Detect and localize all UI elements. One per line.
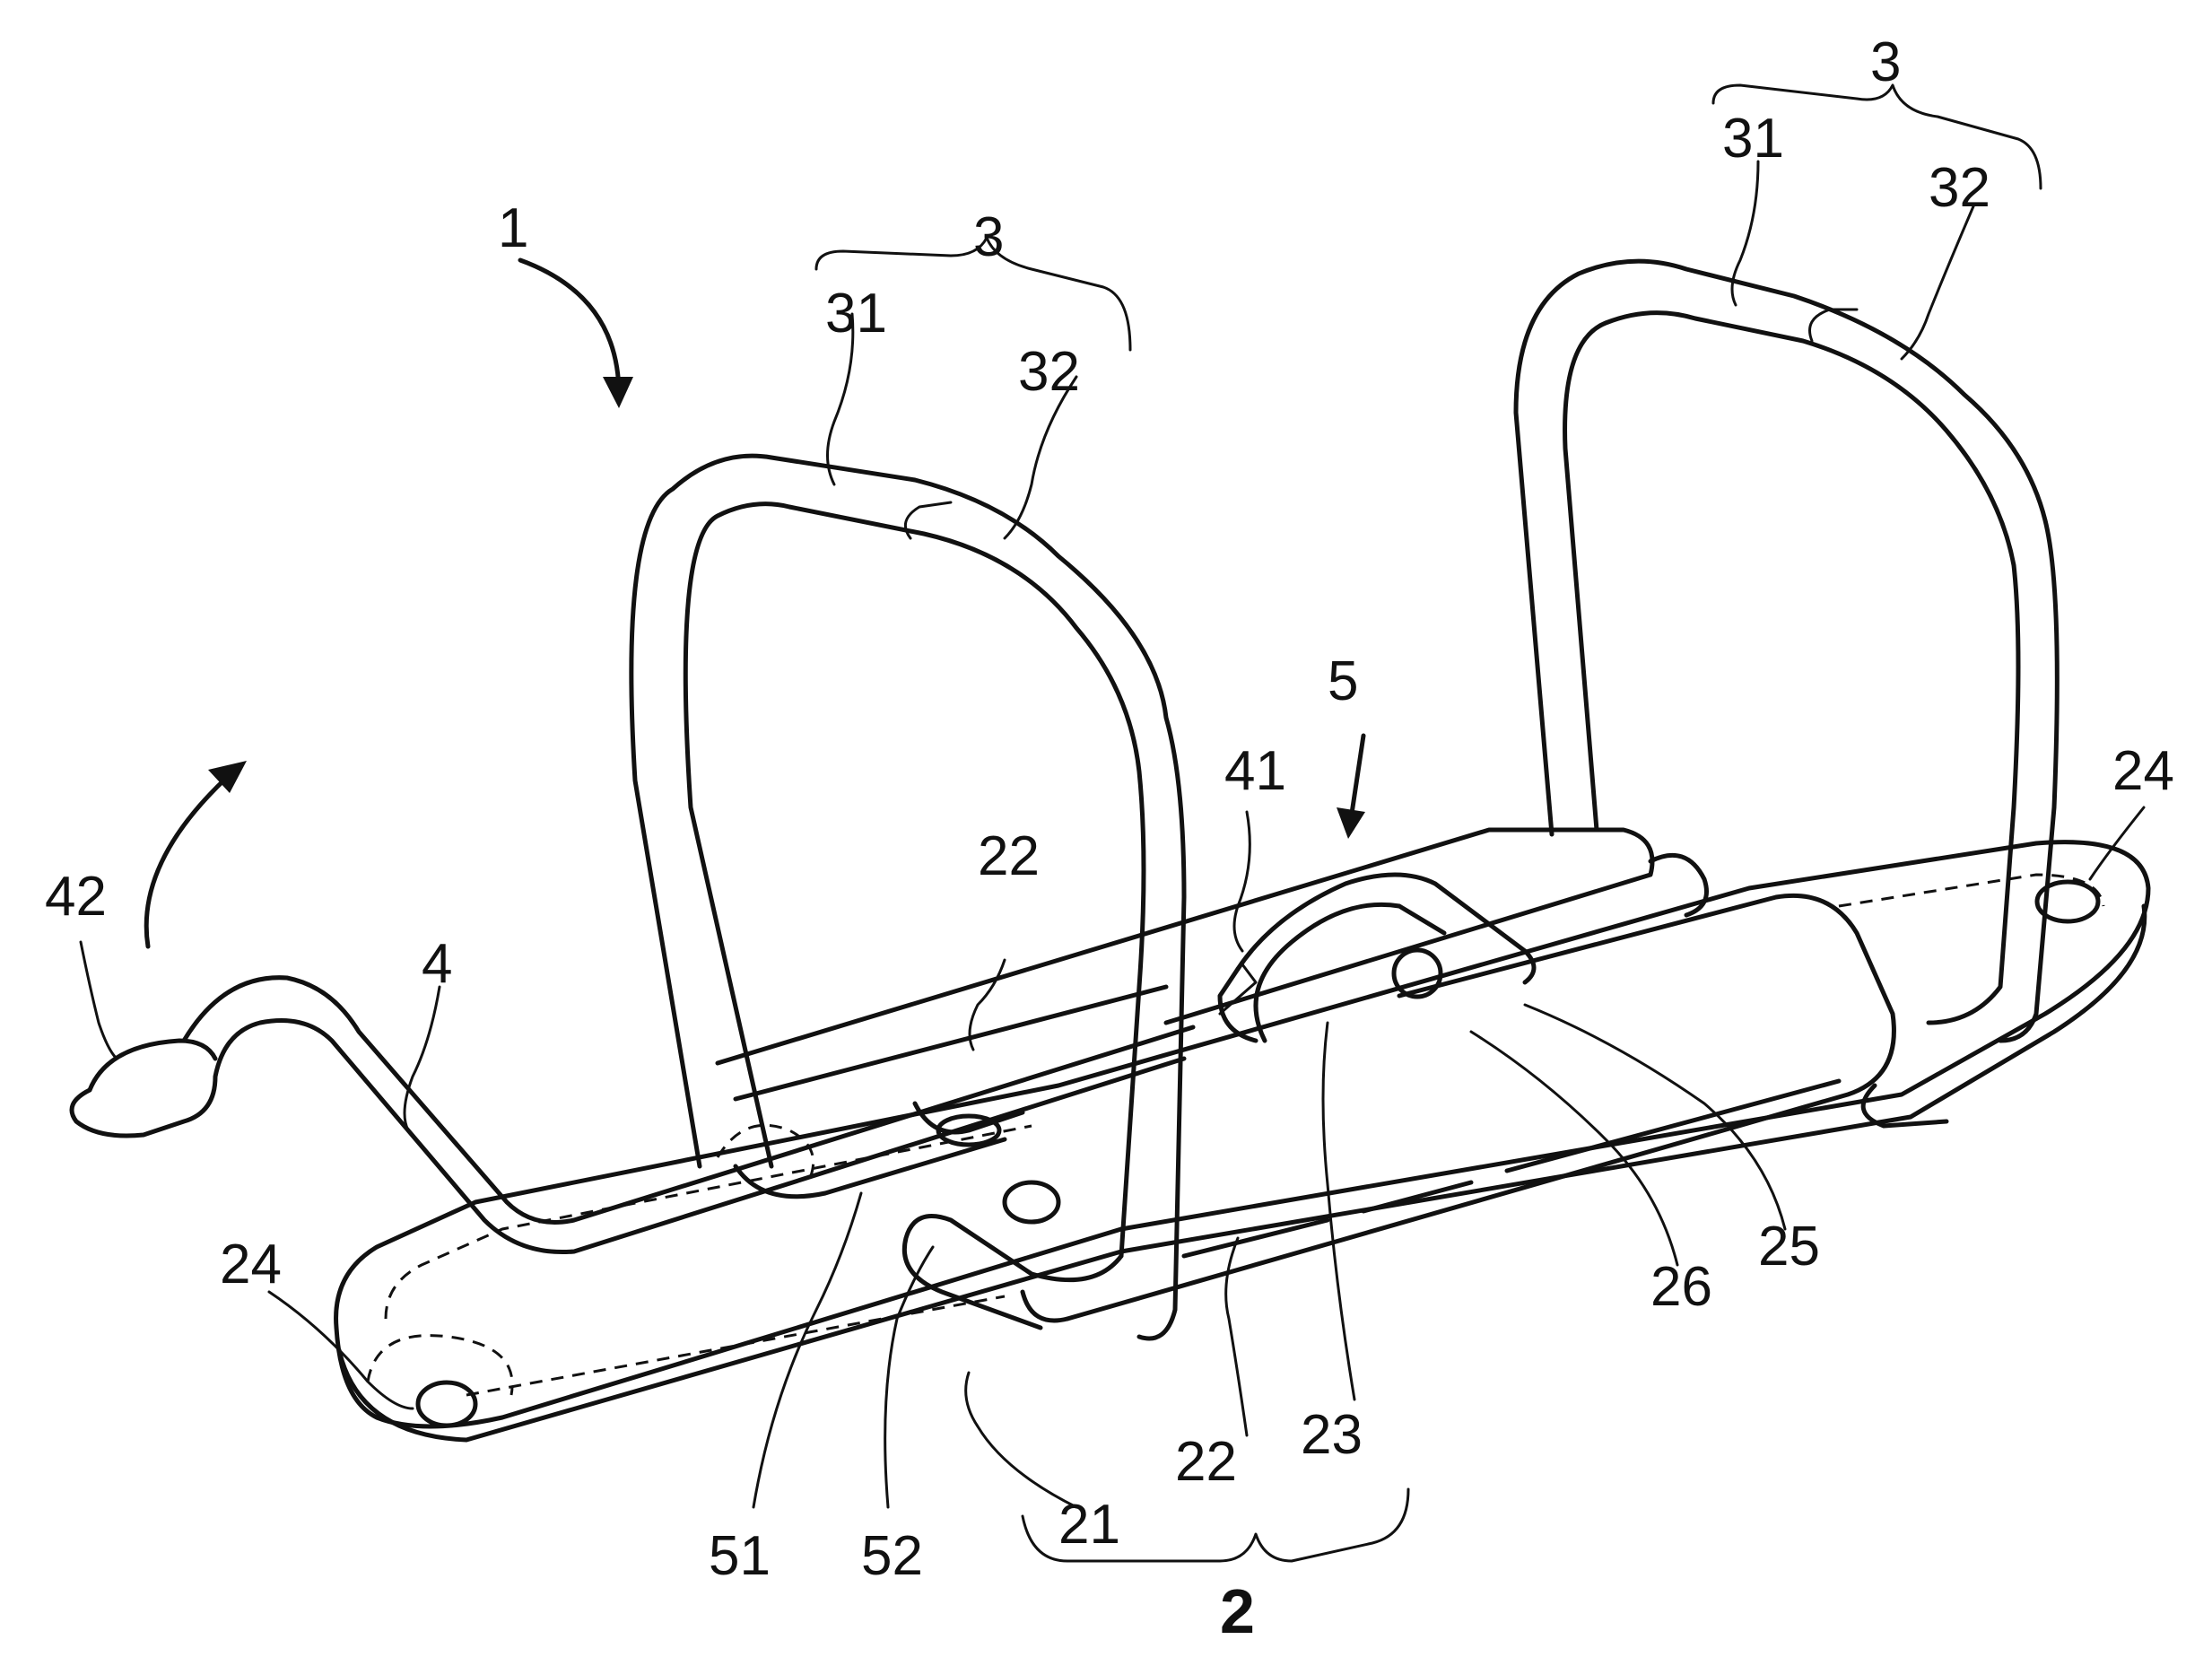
arrow-head-icon [603, 377, 633, 408]
label-51: 51 [709, 1525, 771, 1587]
arrow-head-icon [1337, 807, 1365, 839]
lever-rod [72, 978, 1193, 1252]
label-41: 41 [1224, 740, 1286, 802]
label-3-left: 3 [973, 206, 1004, 268]
label-32-right: 32 [1929, 157, 1990, 219]
label-2: 2 [1220, 1576, 1255, 1646]
label-4: 4 [422, 933, 452, 995]
label-24-right: 24 [2112, 740, 2174, 802]
leader-lines [81, 85, 2144, 1561]
label-1: 1 [498, 197, 528, 259]
label-25: 25 [1758, 1216, 1820, 1278]
base-plate [336, 842, 2148, 1440]
right-ring [1516, 261, 2057, 1041]
label-42: 42 [45, 866, 107, 928]
label-22-lower: 22 [1175, 1431, 1237, 1493]
label-31-right: 31 [1722, 108, 1784, 170]
label-52: 52 [861, 1525, 923, 1587]
label-32-left: 32 [1018, 341, 1080, 403]
label-24-left: 24 [220, 1234, 282, 1295]
label-21: 21 [1058, 1494, 1120, 1556]
label-3-right: 3 [1870, 31, 1901, 93]
label-5: 5 [1328, 650, 1358, 712]
label-31-left: 31 [825, 283, 887, 344]
label-22-upper: 22 [978, 825, 1040, 887]
label-23: 23 [1301, 1404, 1363, 1466]
label-26: 26 [1650, 1256, 1712, 1318]
